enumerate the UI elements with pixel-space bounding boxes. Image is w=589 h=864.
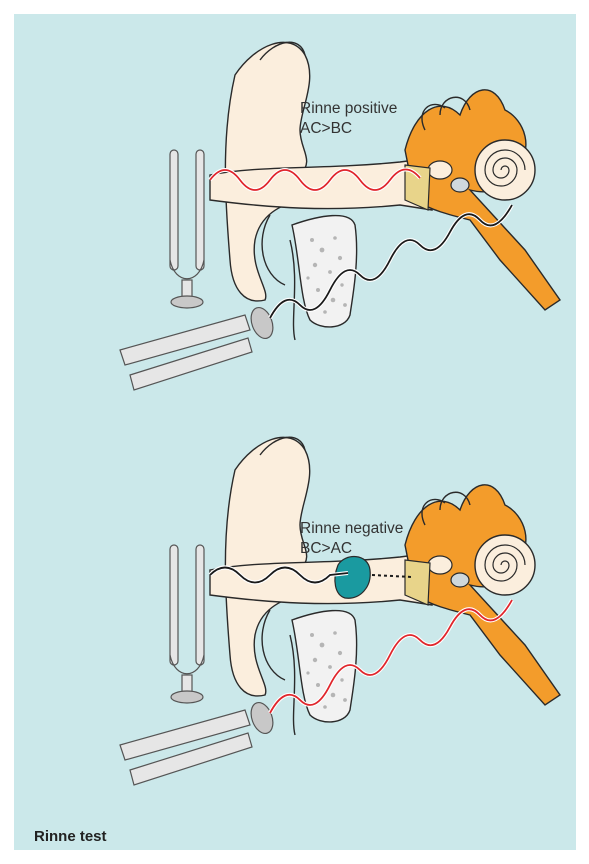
tuning-fork-icon xyxy=(120,700,277,785)
ear-icon xyxy=(210,42,560,340)
panel1-label: Rinne positive AC>BC xyxy=(300,99,397,139)
panel2-label: Rinne negative BC>AC xyxy=(300,519,403,559)
figure-caption: Rinne test xyxy=(34,828,107,845)
tuning-fork-icon xyxy=(170,545,204,703)
panel1-label-line2: AC>BC xyxy=(300,119,397,139)
panel-rinne-negative xyxy=(120,437,560,785)
tuning-fork-icon xyxy=(170,150,204,308)
panel1-label-line1: Rinne positive xyxy=(300,99,397,119)
ear-icon xyxy=(210,437,560,735)
panel-rinne-positive xyxy=(120,42,560,390)
panel2-label-line2: BC>AC xyxy=(300,539,403,559)
tuning-fork-icon xyxy=(120,305,277,390)
panel2-label-line1: Rinne negative xyxy=(300,519,403,539)
